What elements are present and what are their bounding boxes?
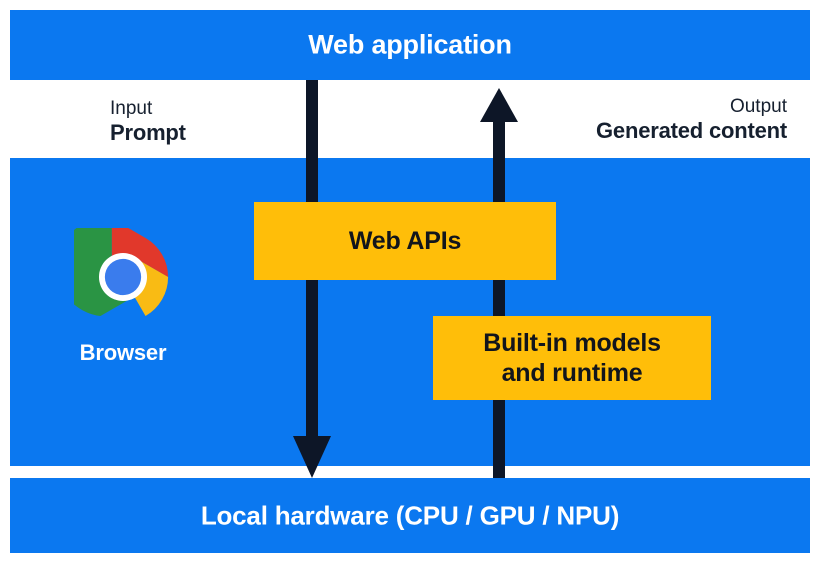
built-in-models-box: Built-in models and runtime: [433, 316, 711, 400]
output-label-group: Output Generated content: [596, 95, 787, 145]
built-in-models-box-label: Built-in models and runtime: [483, 328, 661, 389]
input-label-group: Input Prompt: [110, 97, 186, 147]
local-hardware-band: Local hardware (CPU / GPU / NPU): [10, 478, 810, 553]
output-value: Generated content: [596, 118, 787, 144]
web-application-label: Web application: [308, 29, 512, 60]
web-application-band: Web application: [10, 10, 810, 80]
local-hardware-label: Local hardware (CPU / GPU / NPU): [200, 500, 620, 530]
web-apis-box-label: Web APIs: [348, 226, 462, 255]
built-in-models-line-2: and runtime: [501, 359, 643, 387]
web-apis-box: Web APIs: [254, 202, 556, 280]
chrome-logo-icon: [74, 228, 169, 317]
input-value: Prompt: [110, 120, 186, 146]
input-kicker: Input: [110, 98, 153, 119]
browser-label: Browser: [79, 340, 167, 365]
browser-block: Browser: [63, 228, 183, 366]
output-kicker: Output: [729, 96, 787, 117]
built-in-models-line-1: Built-in models: [483, 328, 661, 357]
